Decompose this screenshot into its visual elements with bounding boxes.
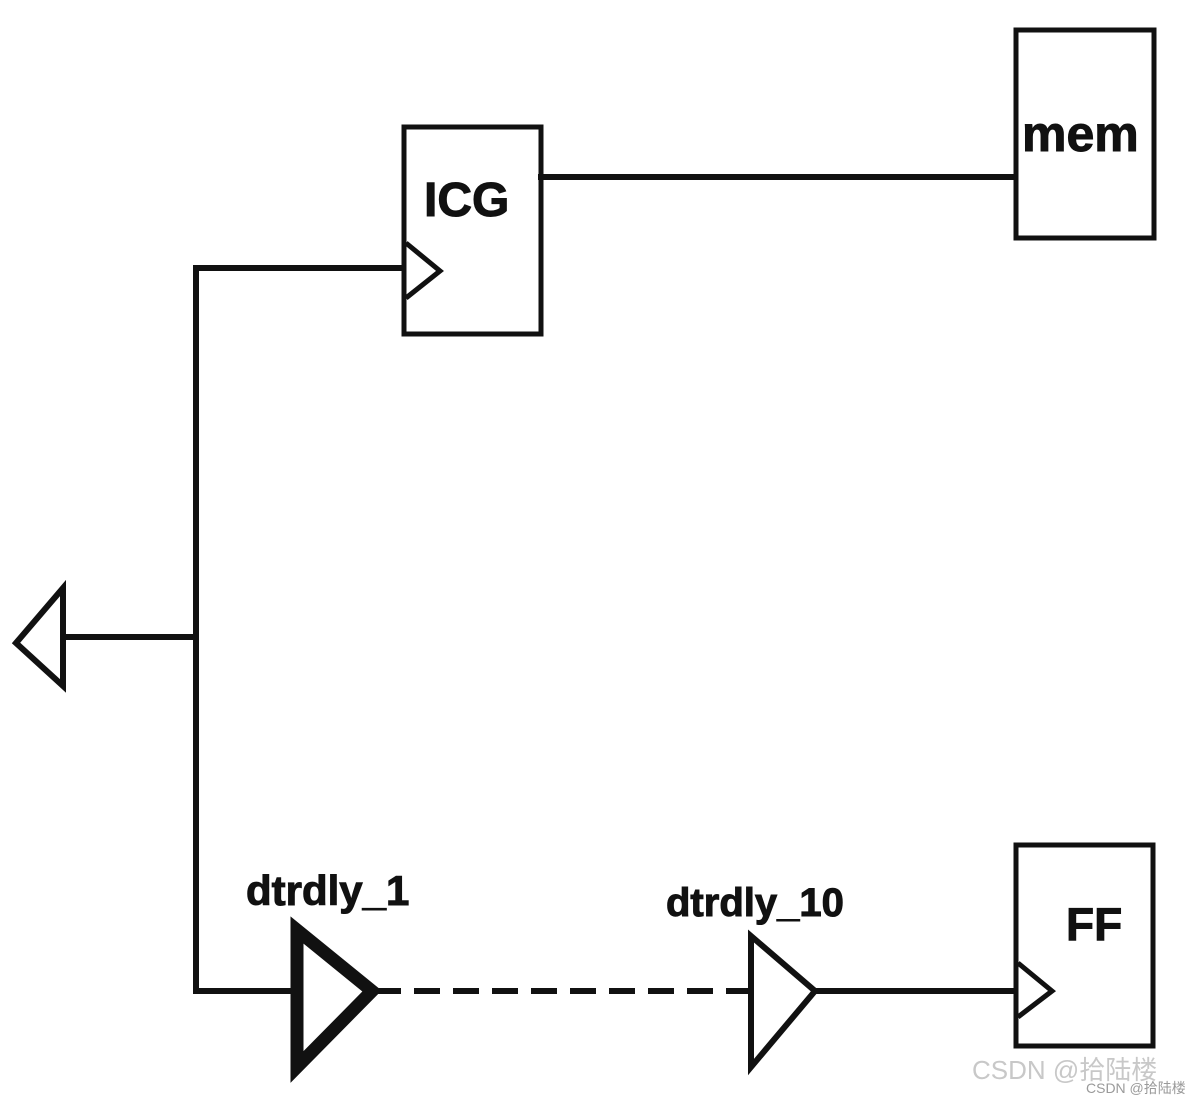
ff-block <box>1013 842 1156 1049</box>
buffer-dtrdly-10-icon <box>748 929 820 1076</box>
buffer-dtrdly-1-label: dtrdly_1 <box>246 867 409 914</box>
mem-block <box>1013 27 1157 241</box>
buffer-dtrdly-1-icon <box>290 916 382 1083</box>
watermark-main: CSDN @拾陆楼 <box>972 1055 1157 1085</box>
icg-clock-pin-icon <box>404 241 444 300</box>
ff-label: FF <box>1066 898 1122 950</box>
icg-block <box>401 124 544 337</box>
buffer-dtrdly-10-label: dtrdly_10 <box>666 881 844 925</box>
icg-label: ICG <box>424 174 509 227</box>
mem-label: mem <box>1022 106 1139 162</box>
watermark-small: CSDN @拾陆楼 <box>1086 1080 1186 1096</box>
clock-source-triangle <box>11 579 66 693</box>
ff-clock-pin-icon <box>1016 961 1057 1019</box>
